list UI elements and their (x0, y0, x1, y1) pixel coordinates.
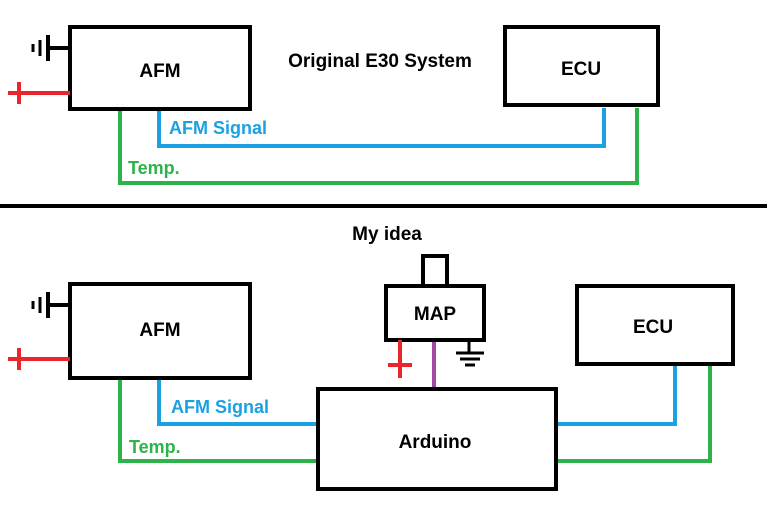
top-signal-label: AFM Signal (169, 118, 267, 138)
arduino-label: Arduino (399, 432, 472, 453)
top-ecu-label: ECU (561, 59, 601, 80)
arduino-box (316, 387, 558, 491)
top-afm-signal-wire (157, 108, 606, 148)
bottom-temp-label: Temp. (129, 437, 181, 457)
map-power-icon (388, 340, 412, 378)
bottom-ecu-signal-wire (556, 364, 677, 426)
bottom-afm-box (68, 282, 252, 380)
top-title: Original E30 System (288, 51, 472, 72)
top-power-icon (8, 82, 70, 104)
bottom-afm-label: AFM (139, 320, 180, 341)
bottom-ecu-label: ECU (633, 317, 673, 338)
map-box (384, 284, 486, 342)
top-ecu-box (503, 25, 660, 107)
bottom-title: My idea (352, 224, 422, 245)
bottom-power-icon (8, 348, 70, 370)
top-afm-box (68, 25, 252, 111)
top-afm-label: AFM (139, 61, 180, 82)
bottom-afm-signal-wire (157, 378, 318, 426)
top-ground-icon (31, 35, 70, 61)
bottom-signal-label: AFM Signal (171, 397, 269, 417)
map-label: MAP (414, 304, 457, 325)
bottom-ecu-temp-wire (556, 364, 712, 463)
bottom-temp-wire (118, 378, 318, 463)
top-temp-wire (118, 108, 639, 185)
bottom-ground-icon (31, 292, 70, 318)
top-temp-label: Temp. (128, 158, 180, 178)
map-port (421, 254, 449, 286)
map-ground-icon (456, 340, 484, 367)
original-system-diagram: AFM ECU Original E30 System AFM Signal T… (8, 25, 660, 185)
bottom-ecu-box (575, 284, 735, 366)
my-idea-diagram: My idea AFM MAP (8, 224, 735, 491)
